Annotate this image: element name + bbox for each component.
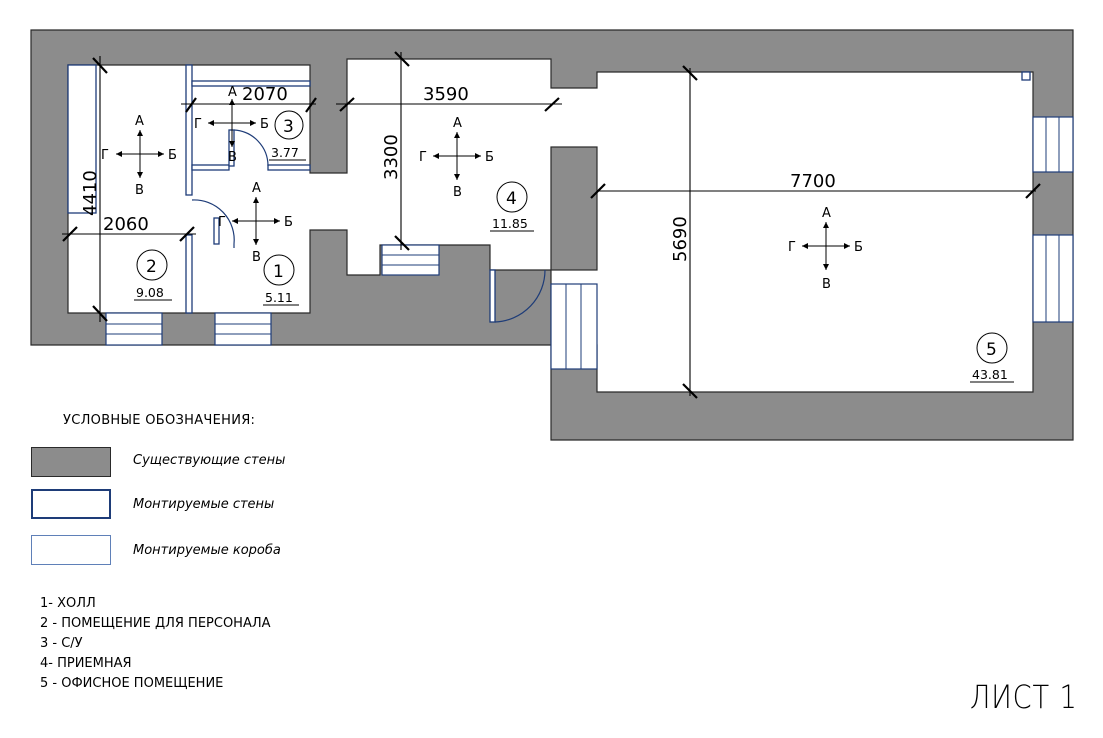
window-bottom-left-1 xyxy=(105,312,163,346)
svg-text:Г: Г xyxy=(218,215,226,230)
svg-text:4: 4 xyxy=(506,189,517,209)
sheet-label: ЛИСТ 1 xyxy=(970,678,1078,716)
dim-3300 xyxy=(394,51,410,251)
dim-4410-label: 4410 xyxy=(80,170,101,216)
dim-5690 xyxy=(682,65,698,399)
direction-cross-room1: А Б В Г xyxy=(218,181,293,265)
legend-label-existing-walls: Существующие стены xyxy=(133,453,286,468)
svg-text:В: В xyxy=(453,185,462,200)
dim-3590 xyxy=(336,97,562,112)
partition-2-1 xyxy=(185,234,193,314)
svg-text:А: А xyxy=(135,114,144,129)
svg-text:Г: Г xyxy=(194,117,202,132)
dim-7700 xyxy=(590,183,1041,199)
dim-2060 xyxy=(62,226,196,242)
svg-text:3: 3 xyxy=(283,117,294,137)
room-list-item: 2 - ПОМЕЩЕНИЕ ДЛЯ ПЕРСОНАЛА xyxy=(40,616,271,631)
wc-door-swing xyxy=(233,129,269,167)
room-label-3: 3 3.77 xyxy=(269,110,306,161)
dim-2070 xyxy=(181,97,317,113)
door-room2-leaf xyxy=(213,217,220,245)
svg-text:Г: Г xyxy=(788,240,796,255)
room-list-item: 1- ХОЛЛ xyxy=(40,596,96,611)
entrance-door-swing xyxy=(494,269,546,323)
direction-cross-room5: А Б В Г xyxy=(788,206,863,292)
svg-text:А: А xyxy=(453,116,462,131)
svg-text:Б: Б xyxy=(260,117,269,132)
dim-2070-label: 2070 xyxy=(242,84,288,105)
dim-3300-label: 3300 xyxy=(381,134,402,180)
svg-text:А: А xyxy=(252,181,261,196)
window-room5-left xyxy=(550,283,598,370)
dim-3590-label: 3590 xyxy=(423,84,469,105)
window-room5-right-2 xyxy=(1032,234,1074,323)
room-list-item: 4- ПРИЕМНАЯ xyxy=(40,656,132,671)
partition-top-3 xyxy=(191,80,311,87)
svg-text:43.81: 43.81 xyxy=(972,367,1008,382)
svg-text:В: В xyxy=(135,183,144,198)
svg-text:11.85: 11.85 xyxy=(492,216,528,231)
room-label-1: 1 5.11 xyxy=(263,254,299,306)
mounted-box-left xyxy=(67,64,97,214)
dim-7700-label: 7700 xyxy=(790,171,836,192)
entrance-door-leaf xyxy=(489,269,496,323)
direction-cross-room3: А Б В Г xyxy=(194,85,269,165)
svg-text:Г: Г xyxy=(419,150,427,165)
room-list-item: 3 - С/У xyxy=(40,636,83,651)
svg-text:Б: Б xyxy=(854,240,863,255)
room-label-4: 4 11.85 xyxy=(490,181,534,232)
svg-text:2: 2 xyxy=(146,257,157,277)
svg-text:5.11: 5.11 xyxy=(265,290,293,305)
window-bottom-left-2 xyxy=(214,312,272,346)
window-room5-right-1 xyxy=(1032,116,1074,173)
legend-swatch-existing-walls xyxy=(31,447,111,477)
svg-text:1: 1 xyxy=(273,262,284,282)
svg-text:9.08: 9.08 xyxy=(136,285,164,300)
direction-cross-room2: А Б В Г xyxy=(101,114,177,198)
svg-text:5: 5 xyxy=(986,340,997,360)
svg-text:В: В xyxy=(822,277,831,292)
legend-swatch-mounted-boxes xyxy=(31,535,111,565)
corner-box xyxy=(1021,71,1031,81)
svg-text:Б: Б xyxy=(485,150,494,165)
svg-text:В: В xyxy=(252,250,261,265)
partition-2-3 xyxy=(185,64,193,196)
dim-5690-label: 5690 xyxy=(670,216,691,262)
svg-text:Б: Б xyxy=(168,148,177,163)
room-list-item: 5 - ОФИСНОЕ ПОМЕЩЕНИЕ xyxy=(40,676,224,691)
legend-label-mounted-boxes: Монтируемые короба xyxy=(133,543,281,558)
svg-text:В: В xyxy=(228,150,237,165)
door-room2-swing xyxy=(191,199,235,248)
legend-swatch-mounted-walls xyxy=(31,489,111,519)
svg-text:Г: Г xyxy=(101,148,109,163)
direction-cross-room4: А Б В Г xyxy=(419,116,494,200)
room-label-2: 2 9.08 xyxy=(134,249,172,301)
room-label-5: 5 43.81 xyxy=(970,332,1014,383)
dim-4410 xyxy=(92,56,108,322)
svg-text:А: А xyxy=(228,85,237,100)
svg-text:А: А xyxy=(822,206,831,221)
partition-bottom-3b xyxy=(267,164,311,171)
dim-2060-label: 2060 xyxy=(103,214,149,235)
svg-text:3.77: 3.77 xyxy=(271,145,299,160)
interior-pier xyxy=(550,146,598,271)
room-list: 1- ХОЛЛ 2 - ПОМЕЩЕНИЕ ДЛЯ ПЕРСОНАЛА 3 - … xyxy=(40,594,271,694)
legend-title: УСЛОВНЫЕ ОБОЗНАЧЕНИЯ: xyxy=(63,413,256,428)
window-room4 xyxy=(381,244,440,276)
svg-text:Б: Б xyxy=(284,215,293,230)
partition-bottom-3a xyxy=(191,164,230,171)
legend-label-mounted-walls: Монтируемые стены xyxy=(133,497,275,512)
